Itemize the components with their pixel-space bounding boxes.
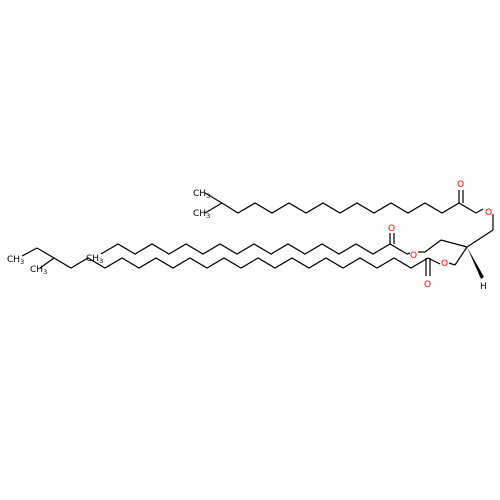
bond bbox=[475, 208, 484, 214]
bond bbox=[440, 239, 468, 248]
methyl-label: CH3 bbox=[193, 209, 210, 220]
methyl-label: CH3 bbox=[193, 189, 210, 200]
stereo-wedge bbox=[467, 247, 484, 279]
bond bbox=[21, 247, 38, 257]
bond bbox=[204, 192, 223, 204]
carbonyl-oxygen-label: O bbox=[457, 180, 464, 190]
middle-acyl-chain bbox=[100, 233, 408, 255]
ethyl-methyl-label: CH3 bbox=[7, 255, 24, 266]
methyl-label: CH3 bbox=[30, 265, 47, 276]
bond bbox=[36, 247, 55, 259]
bond bbox=[424, 239, 442, 253]
carbonyl-oxygen-label: O bbox=[424, 280, 431, 290]
ester-oxygen-label: O bbox=[485, 208, 492, 218]
ester-oxygen-label: O bbox=[441, 259, 448, 269]
bond bbox=[448, 262, 456, 266]
bottom-chain-zigzag bbox=[53, 257, 441, 269]
bond bbox=[204, 202, 223, 214]
bond bbox=[466, 229, 494, 248]
hydrogen-label: H bbox=[480, 282, 487, 292]
bond bbox=[39, 257, 55, 269]
bottom-acyl-chain bbox=[21, 247, 441, 276]
bond bbox=[406, 252, 411, 255]
bond bbox=[454, 246, 468, 266]
top-acyl-chain bbox=[204, 190, 484, 214]
carbonyl-oxygen-label: O bbox=[388, 224, 395, 234]
glycerol-backbone bbox=[424, 214, 494, 279]
middle-chain-zigzag bbox=[100, 243, 408, 255]
ester-oxygen-label: O bbox=[410, 251, 417, 261]
top-chain-zigzag bbox=[221, 202, 477, 214]
methyl-label: CH3 bbox=[86, 254, 103, 265]
